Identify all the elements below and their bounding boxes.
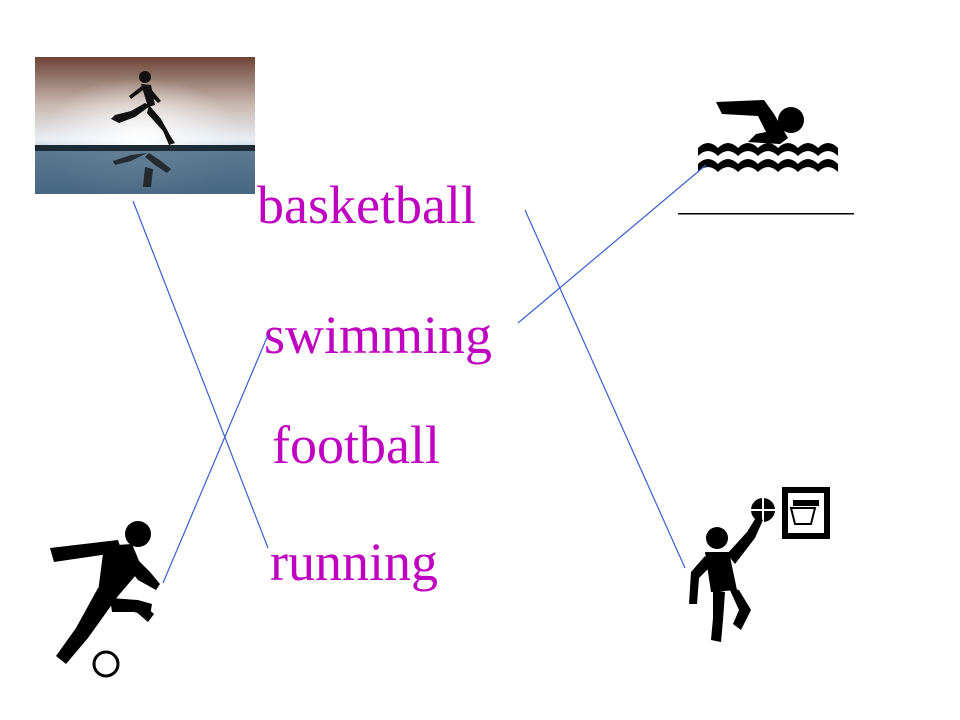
word-football[interactable]: football <box>272 415 440 475</box>
basketball-player-icon <box>689 487 830 642</box>
match-line-basketball <box>524 209 686 569</box>
swimmer-icon <box>678 100 854 215</box>
match-line-football <box>162 334 269 584</box>
word-swimming[interactable]: swimming <box>264 305 493 365</box>
runner-photo <box>35 57 255 194</box>
word-running[interactable]: running <box>270 532 438 592</box>
word-basketball[interactable]: basketball <box>257 175 476 235</box>
football-player-icon <box>50 521 160 678</box>
